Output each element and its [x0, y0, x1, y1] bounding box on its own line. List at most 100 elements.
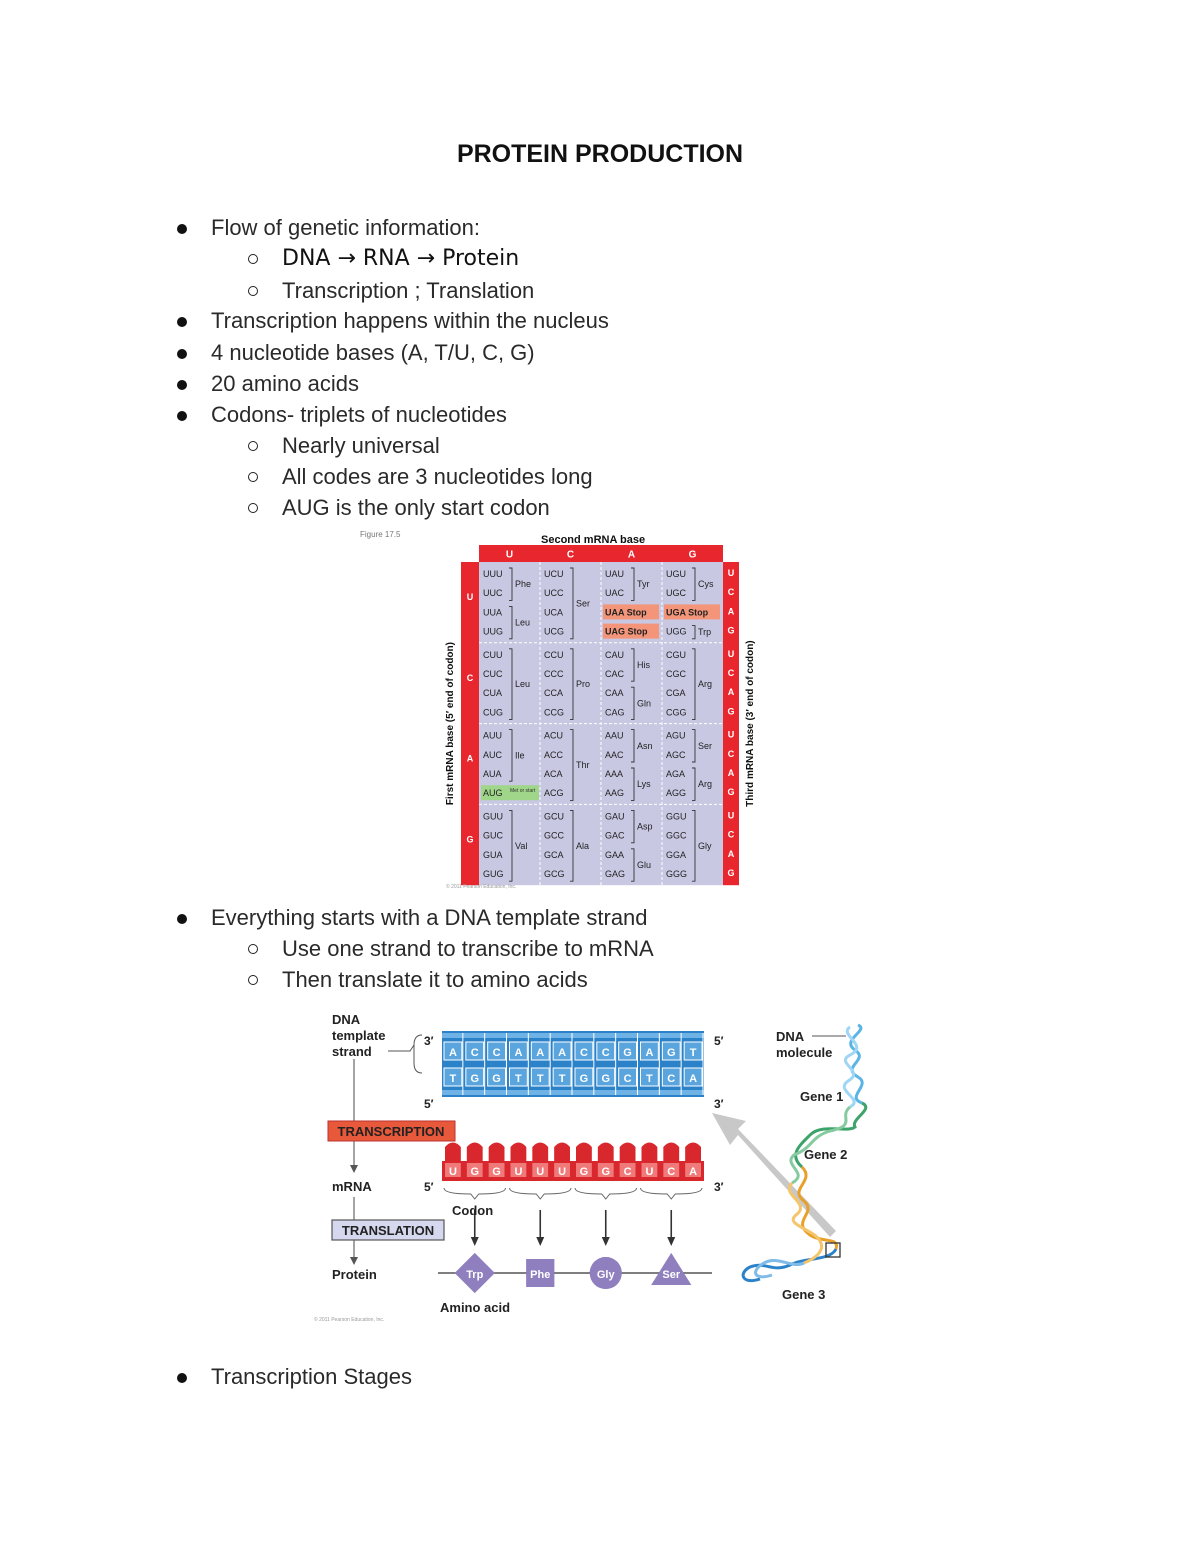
codon-label: AGC — [666, 750, 686, 760]
group-bracket — [631, 848, 635, 882]
translation-arrow-head — [601, 1237, 610, 1246]
codon-label: Codon — [452, 1203, 493, 1218]
third-base-label: A — [728, 849, 735, 859]
dna-diagram: DNAtemplatestrandTRANSCRIPTIONmRNATRANSL… — [314, 1012, 868, 1323]
codon-label: CGC — [666, 669, 687, 679]
codon-label: UUC — [483, 588, 503, 598]
template-strand-label: template — [332, 1028, 385, 1043]
helix-strand — [788, 1181, 823, 1265]
mrna-base: G — [492, 1166, 501, 1178]
mrna-base-cell — [597, 1163, 614, 1177]
codon-label: CCC — [544, 669, 564, 679]
dna-base-cell — [683, 1067, 703, 1087]
mrna-base: U — [558, 1166, 566, 1178]
amino-acid-label: Leu — [515, 618, 530, 628]
dna-base-cell — [465, 1041, 485, 1061]
mrna-base-cell — [466, 1163, 483, 1177]
end-label: 5′ — [714, 1034, 724, 1048]
dna-base: A — [689, 1073, 697, 1085]
end-label: 3′ — [424, 1034, 434, 1048]
amino-acid-label: Val — [515, 841, 527, 851]
codon-label: AGG — [666, 788, 686, 798]
dna-base: C — [624, 1073, 632, 1085]
amino-acid-label: Asp — [637, 822, 653, 832]
mrna-base: C — [624, 1166, 632, 1178]
first-base-label: G — [466, 834, 473, 844]
mrna-base: G — [470, 1166, 479, 1178]
codon-label: UAG Stop — [605, 627, 648, 637]
codon-label: UUA — [483, 607, 502, 617]
codon-label: AAG — [605, 788, 624, 798]
end-label: 5′ — [424, 1180, 434, 1194]
flow-arrow — [350, 1165, 358, 1173]
translation-label: TRANSLATION — [342, 1223, 434, 1238]
copyright: © 2011 Pearson Education, Inc. — [314, 1316, 384, 1323]
dna-base: A — [645, 1047, 653, 1059]
end-label: 5′ — [424, 1097, 434, 1111]
translation-box — [331, 1219, 445, 1241]
mrna-base: G — [580, 1166, 589, 1178]
mrna-nucleotide — [554, 1142, 570, 1161]
third-base-label: U — [728, 649, 735, 659]
group-bracket — [692, 767, 696, 801]
dna-base: G — [623, 1047, 632, 1059]
amino-acid-label: Glu — [637, 860, 651, 870]
table-header: Second mRNA base — [541, 534, 645, 546]
codon-label: GUA — [483, 850, 503, 860]
codon-label: UAC — [605, 588, 625, 598]
dna-base: T — [646, 1073, 653, 1085]
group-bracket — [692, 648, 696, 721]
amino-acid-label: Pro — [576, 679, 590, 689]
dna-base: C — [493, 1047, 501, 1059]
codon-label: GUG — [483, 869, 504, 879]
dna-base: T — [450, 1073, 457, 1085]
third-base-label: C — [728, 668, 735, 678]
end-label: 3′ — [714, 1097, 724, 1111]
group-bracket — [692, 625, 696, 640]
codon-label: UCC — [544, 588, 564, 598]
codon-label: CCU — [544, 650, 564, 660]
codon-label: CAC — [605, 669, 625, 679]
header-bar — [479, 545, 723, 562]
first-base-label: U — [467, 592, 474, 602]
amino-acid-label: Asn — [637, 741, 653, 751]
codon-label: CAA — [605, 688, 624, 698]
dna-base: A — [514, 1047, 522, 1059]
group-bracket — [509, 605, 513, 640]
template-brace — [413, 1034, 423, 1074]
codon-label: ACG — [544, 788, 564, 798]
mrna-nucleotide — [466, 1142, 483, 1161]
dna-base-cell — [465, 1067, 485, 1087]
stop-codon-highlight — [603, 623, 659, 639]
right-bar — [723, 562, 739, 886]
group-bracket — [509, 809, 513, 882]
codon-label: GCU — [544, 811, 564, 821]
zoom-arrow — [712, 1113, 836, 1237]
group-bracket — [692, 729, 696, 763]
codon-label: CUU — [483, 650, 503, 660]
dna-base-cell — [596, 1067, 616, 1087]
codon-label: CGA — [666, 688, 686, 698]
dna-base-cell — [552, 1067, 572, 1087]
codon-label: AAU — [605, 731, 624, 741]
mrna-strand — [442, 1161, 704, 1181]
mrna-base: U — [536, 1166, 544, 1178]
amino-acid-label: Gln — [637, 698, 651, 708]
amino-acid-label: Ser — [576, 598, 590, 608]
translation-arrow-head — [536, 1237, 545, 1246]
template-strand-label: strand — [332, 1044, 372, 1059]
mrna-base-cell — [510, 1163, 527, 1177]
mrna-nucleotide — [576, 1142, 592, 1161]
dna-base: T — [515, 1073, 522, 1085]
amino-acid-label: Trp — [466, 1269, 483, 1281]
mrna-base: U — [645, 1166, 653, 1178]
codon-label: AUU — [483, 731, 502, 741]
flow-arrow — [350, 1257, 358, 1265]
second-base-label: U — [506, 550, 513, 561]
codon-label: AGA — [666, 769, 685, 779]
codon-label: GGU — [666, 811, 687, 821]
dna-base: G — [492, 1073, 501, 1085]
mrna-base: A — [689, 1166, 697, 1178]
mrna-base: C — [667, 1166, 675, 1178]
